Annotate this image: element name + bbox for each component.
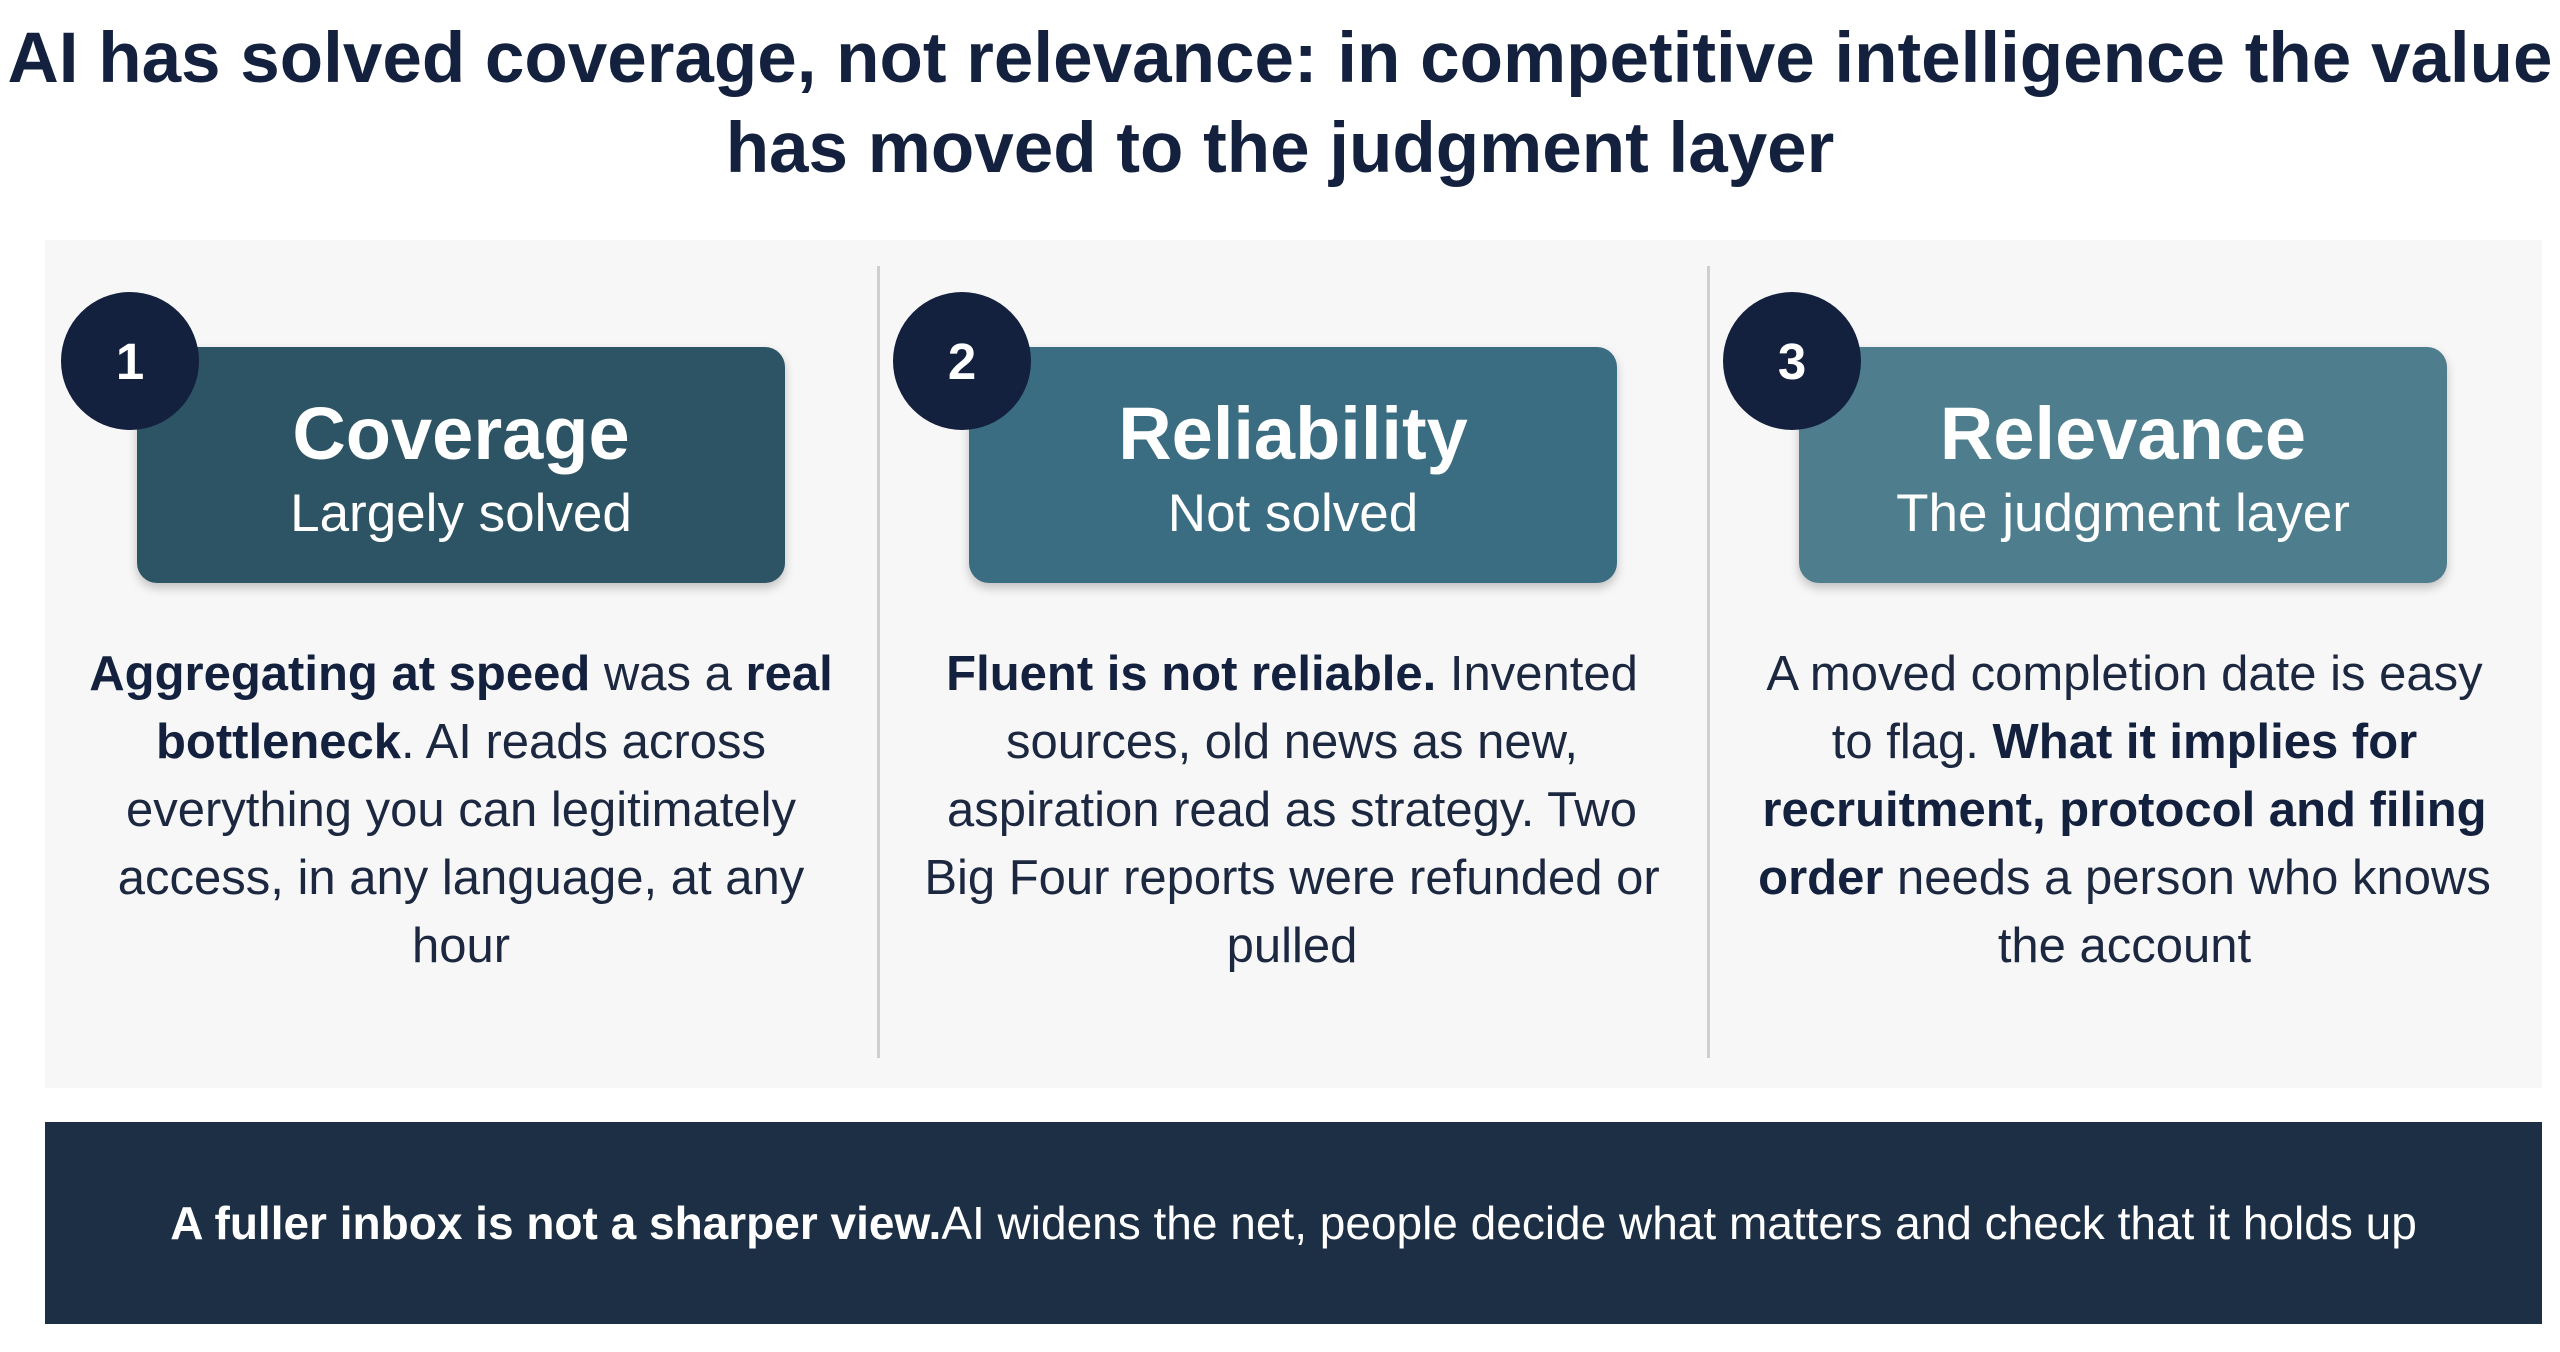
- title-line-1: AI has solved coverage, not relevance: i…: [7, 19, 2553, 98]
- step-number-badge-2: 2: [893, 292, 1031, 430]
- coverage-body-segment: Aggregating at speed: [89, 647, 591, 701]
- step-number-badge-1: 1: [61, 292, 199, 430]
- column-relevance: Relevance The judgment layer 3 A moved c…: [1707, 240, 2542, 1088]
- relevance-body-segment: A moved completion date is easy to flag.: [1766, 647, 2483, 769]
- page-title: AI has solved coverage, not relevance: i…: [0, 14, 2560, 194]
- reliability-header-box: Reliability Not solved: [969, 347, 1617, 583]
- relevance-body-segment: needs a person who knows the account: [1883, 851, 2491, 973]
- column-reliability: Reliability Not solved 2 Fluent is not r…: [877, 240, 1707, 1088]
- reliability-title: Reliability: [1118, 392, 1468, 475]
- coverage-body: Aggregating at speed was a real bottlene…: [85, 640, 837, 980]
- coverage-subtitle: Largely solved: [290, 484, 632, 543]
- relevance-body: A moved completion date is easy to flag.…: [1747, 640, 2502, 980]
- coverage-header-box: Coverage Largely solved: [137, 347, 785, 583]
- column-divider: [1707, 266, 1710, 1058]
- coverage-body-segment: . AI reads across everything you can leg…: [117, 715, 805, 973]
- reliability-subtitle: Not solved: [1167, 484, 1419, 543]
- reliability-body: Fluent is not reliable. Invented sources…: [917, 640, 1667, 980]
- reliability-body-segment: Invented sources, old news as new, aspir…: [924, 647, 1660, 973]
- relevance-title: Relevance: [1939, 392, 2307, 475]
- takeaway-banner: A fuller inbox is not a sharper view. AI…: [45, 1122, 2542, 1324]
- coverage-body-segment: was a: [590, 647, 746, 701]
- relevance-header-box: Relevance The judgment layer: [1799, 347, 2447, 583]
- reliability-body-segment: Fluent is not reliable.: [946, 647, 1437, 701]
- three-column-panel: Coverage Largely solved 1 Aggregating at…: [45, 240, 2542, 1088]
- relevance-body-segment: What it implies for recruitment, protoco…: [1758, 715, 2487, 905]
- coverage-title: Coverage: [292, 392, 630, 475]
- column-divider: [877, 266, 880, 1058]
- column-coverage: Coverage Largely solved 1 Aggregating at…: [45, 240, 877, 1088]
- relevance-subtitle: The judgment layer: [1896, 484, 2350, 543]
- coverage-body-segment: real bottleneck: [155, 647, 833, 769]
- banner-bold-text: A fuller inbox is not a sharper view.: [170, 1197, 942, 1249]
- step-number-badge-3: 3: [1723, 292, 1861, 430]
- banner-text: AI widens the net, people decide what ma…: [941, 1197, 2417, 1249]
- title-line-2: has moved to the judgment layer: [725, 109, 1835, 188]
